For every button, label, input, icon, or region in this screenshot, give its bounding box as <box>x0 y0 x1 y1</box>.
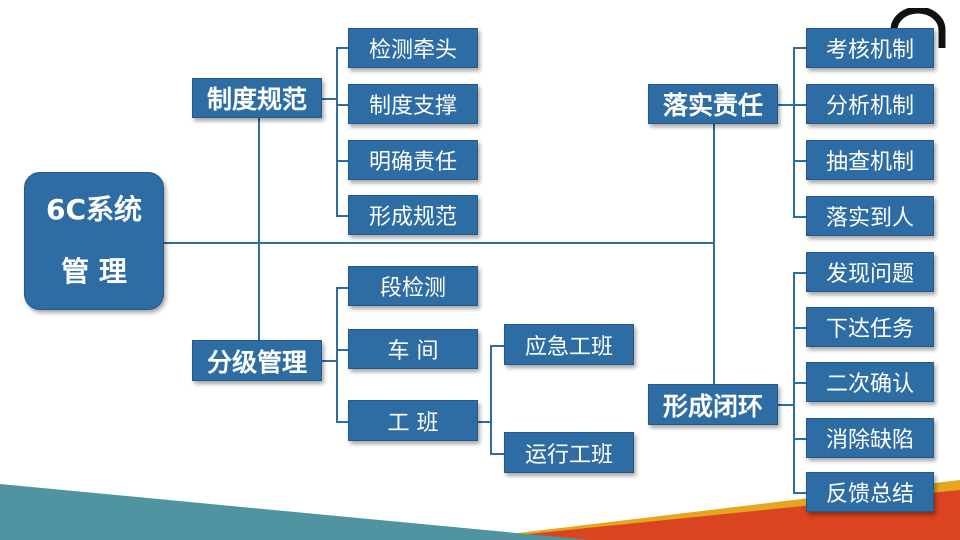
root-line1: 6C系统 <box>45 193 143 226</box>
item-node: 制度支撑 <box>348 84 478 124</box>
connector <box>336 104 348 106</box>
connector <box>793 492 806 494</box>
item-node: 检测牵头 <box>348 28 478 68</box>
connector <box>336 287 348 289</box>
right-trunk <box>713 124 715 384</box>
bracket <box>336 287 338 421</box>
connector <box>793 272 806 274</box>
sub-item-node: 运行工班 <box>504 432 634 473</box>
item-node: 段检测 <box>348 266 478 306</box>
connector <box>322 98 336 100</box>
item-node: 二次确认 <box>806 362 934 402</box>
connector <box>793 327 806 329</box>
connector <box>793 47 806 49</box>
main-connector <box>164 242 714 244</box>
item-node: 形成规范 <box>348 195 478 235</box>
connector <box>490 453 504 455</box>
connector <box>778 104 793 106</box>
connector <box>793 438 806 440</box>
item-node: 工 班 <box>348 400 478 441</box>
item-node: 落实到人 <box>806 196 934 236</box>
connector <box>793 104 806 106</box>
connector <box>336 421 348 423</box>
category-node: 分级管理 <box>192 340 322 381</box>
connector <box>490 345 504 347</box>
item-node: 车 间 <box>348 329 478 369</box>
connector <box>778 404 793 406</box>
item-node: 下达任务 <box>806 307 934 347</box>
item-node: 考核机制 <box>806 28 934 68</box>
item-node: 发现问题 <box>806 252 934 292</box>
left-trunk <box>258 118 260 340</box>
item-node: 反馈总结 <box>806 472 934 512</box>
connector <box>478 421 490 423</box>
connector <box>322 360 336 362</box>
connector <box>336 160 348 162</box>
item-node: 明确责任 <box>348 140 478 180</box>
bracket <box>336 47 338 215</box>
connector <box>793 160 806 162</box>
item-node: 分析机制 <box>806 84 934 124</box>
item-node: 抽查机制 <box>806 140 934 180</box>
root-node: 6C系统 管 理 <box>24 172 164 310</box>
sub-item-node: 应急工班 <box>504 324 634 365</box>
category-node: 形成闭环 <box>648 384 778 425</box>
category-node: 落实责任 <box>648 84 778 124</box>
connector <box>336 47 348 49</box>
connector <box>336 349 348 351</box>
item-node: 消除缺陷 <box>806 418 934 458</box>
bracket <box>793 47 795 216</box>
connector <box>793 216 806 218</box>
connector <box>336 215 348 217</box>
root-line2: 管 理 <box>61 255 127 288</box>
bracket <box>490 345 492 453</box>
connector <box>793 382 806 384</box>
category-node: 制度规范 <box>192 78 322 118</box>
